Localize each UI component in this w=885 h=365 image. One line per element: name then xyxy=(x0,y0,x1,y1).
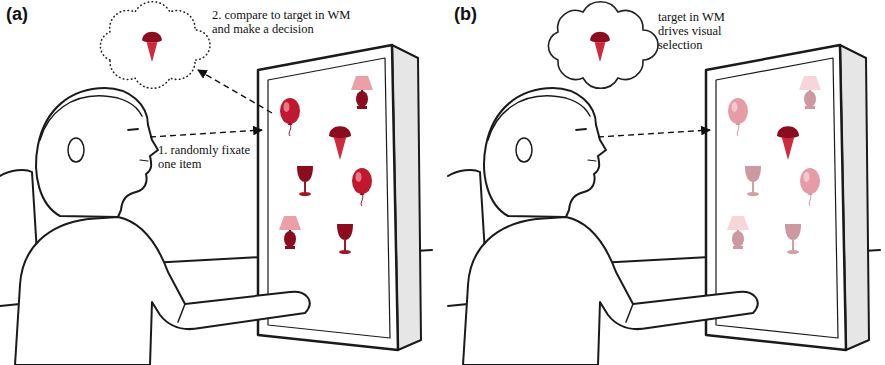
lamp-icon xyxy=(279,216,301,249)
compare-arrow xyxy=(198,70,272,113)
balloon-icon xyxy=(800,168,820,206)
thought-bubble xyxy=(100,2,210,89)
target-icon xyxy=(142,32,162,62)
panel-label: (b) xyxy=(454,4,514,24)
person-at-monitor xyxy=(0,45,432,365)
target-icon xyxy=(590,32,610,62)
target-icon xyxy=(329,126,351,160)
person-at-monitor xyxy=(448,45,880,365)
balloon-icon xyxy=(280,98,300,136)
panel-b-scene xyxy=(448,2,880,365)
thought-cloud xyxy=(548,2,658,89)
glass-icon xyxy=(337,224,353,254)
gaze-arrow xyxy=(598,130,710,137)
balloon-icon xyxy=(728,98,748,136)
glass-icon xyxy=(297,166,313,196)
lamp-icon xyxy=(727,216,749,249)
glass-icon xyxy=(785,224,801,254)
panel-a-scene xyxy=(0,2,432,365)
panel-label: (a) xyxy=(6,4,66,24)
lamp-icon xyxy=(351,76,373,109)
lamp-icon xyxy=(799,76,821,109)
gaze-arrow xyxy=(150,130,262,137)
annotation: 2. compare to target in WM and make a de… xyxy=(212,8,362,36)
glass-icon xyxy=(745,166,761,196)
balloon-icon xyxy=(352,168,372,206)
target-icon xyxy=(777,126,799,160)
annotation: 1. randomly fixate one item xyxy=(158,143,250,171)
faded-distractors xyxy=(727,76,821,254)
annotation: target in WM drives visual selection xyxy=(658,10,738,52)
